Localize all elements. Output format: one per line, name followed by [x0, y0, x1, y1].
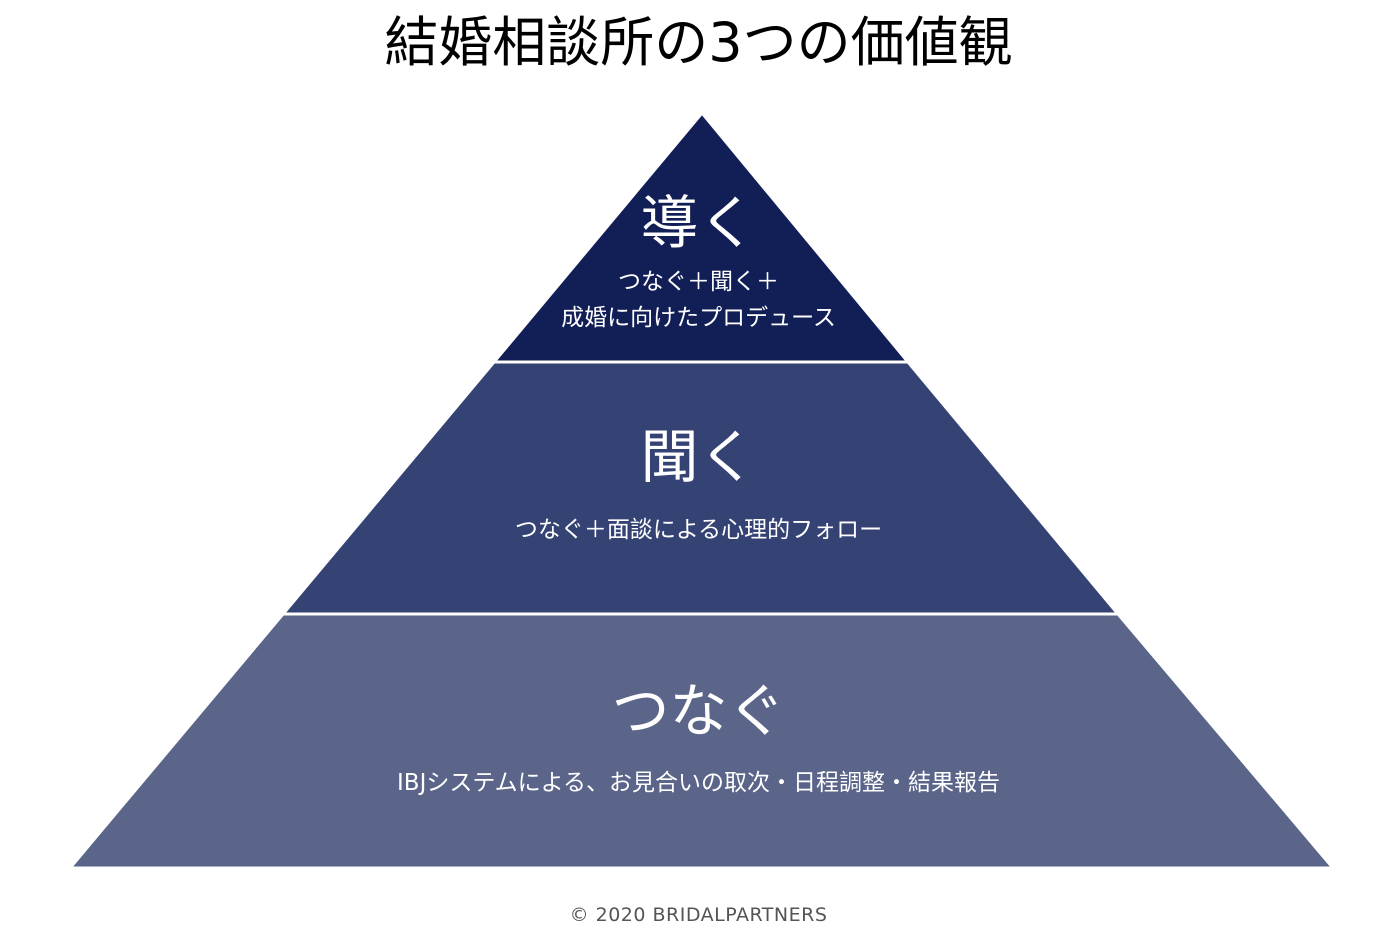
tier-bottom-heading: つなぐ: [611, 677, 786, 745]
tier-bottom-description-line-1: IBJシステムによる、お見合いの取次・日程調整・結果報告: [397, 770, 1000, 796]
tier-middle-heading: 聞く: [640, 423, 757, 491]
copyright-notice: © 2020 BRIDALPARTNERS: [569, 904, 828, 926]
pyramid-tier-bottom: [66, 612, 1337, 870]
tier-top-heading: 導く: [640, 189, 757, 257]
tier-top-description-line-2: 成婚に向けたプロデュース: [561, 305, 836, 331]
tier-middle-description-line-1: つなぐ＋面談による心理的フォロー: [514, 517, 883, 543]
tier-top-description-line-1: つなぐ＋聞く＋: [618, 269, 779, 295]
diagram-title: 結婚相談所の3つの価値観: [384, 11, 1013, 74]
